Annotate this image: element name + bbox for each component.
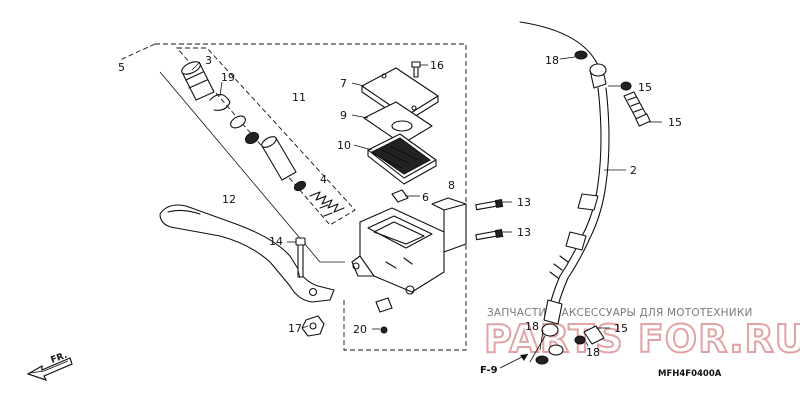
callout-7: 7 bbox=[340, 77, 347, 90]
callout-18-upper: 18 bbox=[545, 54, 559, 67]
callout-15-lower: 15 bbox=[614, 322, 628, 335]
watermark-brand: PARTS FOR.RU bbox=[484, 317, 800, 361]
callout-20: 20 bbox=[353, 323, 367, 336]
callout-19: 19 bbox=[221, 71, 235, 84]
part-sight-glass bbox=[391, 189, 409, 203]
reference-label: F-9 bbox=[480, 365, 498, 376]
part-sealing-washer-upper bbox=[574, 50, 588, 60]
part-oil-bolt-lower bbox=[574, 325, 605, 345]
frame-leader bbox=[119, 43, 156, 61]
part-dust-boot bbox=[181, 61, 215, 101]
callout-11: 11 bbox=[292, 91, 306, 104]
part-holder-bolt-lower bbox=[475, 228, 504, 241]
part-banjo-upper bbox=[589, 63, 607, 77]
part-circlip bbox=[209, 93, 231, 111]
callout-2: 2 bbox=[630, 164, 637, 177]
part-washer bbox=[230, 115, 246, 129]
part-cap-screw bbox=[411, 61, 421, 78]
part-holder-bolt-upper bbox=[475, 198, 504, 211]
part-pivot-bolt bbox=[295, 237, 306, 278]
callout-12: 12 bbox=[222, 193, 236, 206]
callout-14: 14 bbox=[269, 235, 283, 248]
reference-arrow-head bbox=[520, 354, 528, 361]
part-master-cylinder-body bbox=[351, 197, 467, 295]
callout-18-lower-a: 18 bbox=[525, 320, 539, 333]
part-banjo-lower bbox=[535, 323, 564, 365]
part-stop-switch bbox=[375, 297, 393, 334]
part-piston bbox=[244, 131, 307, 192]
subassembly-frame bbox=[155, 43, 467, 351]
callout-4: 4 bbox=[320, 173, 327, 186]
callout-13-upper: 13 bbox=[517, 196, 531, 209]
callout-5: 5 bbox=[118, 61, 125, 74]
callout-15-bolt: 15 bbox=[668, 116, 682, 129]
part-pivot-nut bbox=[301, 315, 325, 337]
callout-18-lower-b: 18 bbox=[586, 346, 600, 359]
part-spring bbox=[309, 191, 345, 217]
part-oil-bolt-upper bbox=[620, 81, 651, 127]
diagram-code: MFH4F0400A bbox=[658, 369, 722, 379]
callout-8: 8 bbox=[448, 179, 455, 192]
part-brake-lever bbox=[159, 204, 335, 303]
callout-15-upper: 15 bbox=[638, 81, 652, 94]
part-plate-hole bbox=[391, 120, 413, 132]
part-brake-hose bbox=[519, 21, 610, 325]
part-set-plate bbox=[363, 101, 433, 145]
callout-13-lower: 13 bbox=[517, 226, 531, 239]
callout-9: 9 bbox=[340, 109, 347, 122]
front-direction-arrow-icon bbox=[26, 357, 73, 382]
callout-16: 16 bbox=[430, 59, 444, 72]
leader-lines bbox=[191, 56, 662, 363]
callout-3: 3 bbox=[205, 54, 212, 67]
callout-17: 17 bbox=[288, 322, 302, 335]
callout-6: 6 bbox=[422, 191, 429, 204]
part-diaphragm bbox=[367, 133, 437, 185]
callout-10: 10 bbox=[337, 139, 351, 152]
